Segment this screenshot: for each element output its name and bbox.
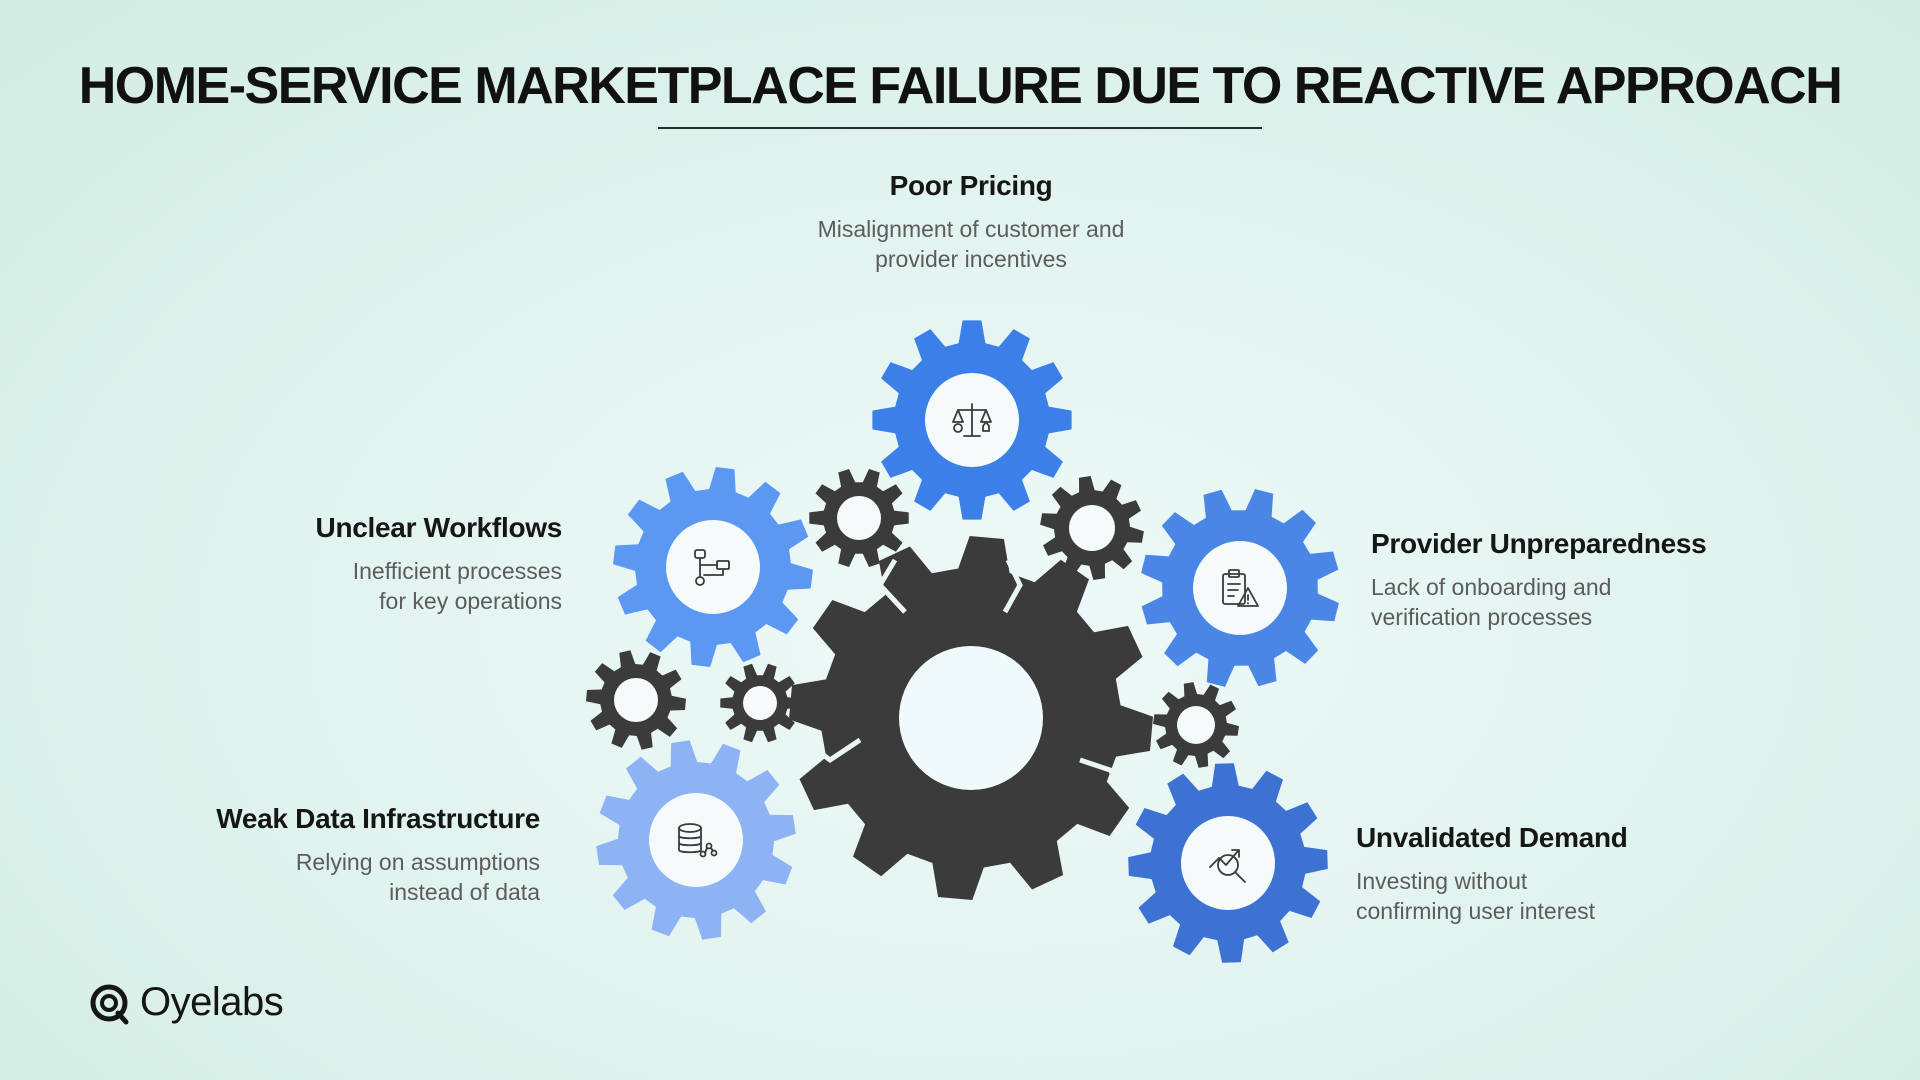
small-gear-1-hub	[837, 496, 881, 540]
item-description: Misalignment of customer and provider in…	[817, 216, 1125, 272]
crack-line	[876, 558, 907, 614]
item-description: Lack of onboarding and verification proc…	[1371, 574, 1612, 630]
gear-unclear-workflows-hub	[666, 520, 760, 614]
gear-provider-unpreparedness-hub	[1193, 541, 1287, 635]
trend-search-icon	[1209, 849, 1246, 883]
gear-weak-data-infrastructure	[596, 740, 796, 940]
small-gear-1	[809, 469, 909, 567]
gear-weak-data-infrastructure-hub	[649, 793, 743, 887]
clipboard-warning-icon	[1222, 569, 1259, 607]
small-gear-3-hub	[614, 678, 658, 722]
item-title: Provider Unpreparedness	[1371, 528, 1707, 559]
small-gear-4	[720, 663, 800, 743]
item-provider-unpreparedness: Provider Unpreparedness Lack of onboardi…	[1371, 528, 1831, 632]
central-gear	[789, 536, 1153, 900]
item-title: Unclear Workflows	[315, 512, 563, 543]
crack-line	[808, 737, 862, 764]
small-gear-4-hub	[743, 686, 777, 720]
crack-line	[1002, 558, 1023, 614]
small-gear-5	[1153, 682, 1239, 768]
item-title: Poor Pricing	[889, 170, 1053, 201]
item-poor-pricing: Poor Pricing Misalignment of customer an…	[746, 170, 1196, 274]
item-weak-data-infrastructure: Weak Data Infrastructure Relying on assu…	[140, 803, 540, 907]
item-unvalidated-demand: Unvalidated Demand Investing without con…	[1356, 822, 1776, 926]
item-description: Relying on assumptions instead of data	[295, 849, 540, 905]
gear-unclear-workflows	[613, 467, 813, 667]
item-title: Weak Data Infrastructure	[216, 803, 540, 834]
small-gear-3	[586, 650, 686, 750]
crack-line	[1079, 757, 1127, 792]
item-description: Inefficient processes for key operations	[352, 558, 562, 614]
brand-logo: Oyelabs	[88, 980, 284, 1025]
brand-name: Oyelabs	[140, 980, 284, 1024]
database-icon	[678, 823, 718, 858]
small-gear-2-hub	[1069, 505, 1115, 551]
gear-provider-unpreparedness	[1141, 489, 1339, 687]
title-divider	[658, 127, 1262, 129]
item-title: Unvalidated Demand	[1356, 822, 1628, 853]
small-gear-2	[1040, 476, 1144, 580]
item-unclear-workflows: Unclear Workflows Inefficient processes …	[220, 512, 563, 616]
oyelabs-logo-icon	[90, 984, 129, 1024]
workflow-icon	[694, 549, 730, 586]
small-gear-5-hub	[1177, 706, 1215, 744]
item-description: Investing without confirming user intere…	[1356, 868, 1596, 924]
balance-scale-icon	[952, 403, 992, 437]
central-gear-hub	[899, 646, 1043, 790]
page-title: HOME-SERVICE MARKETPLACE FAILURE DUE TO …	[78, 57, 1843, 115]
